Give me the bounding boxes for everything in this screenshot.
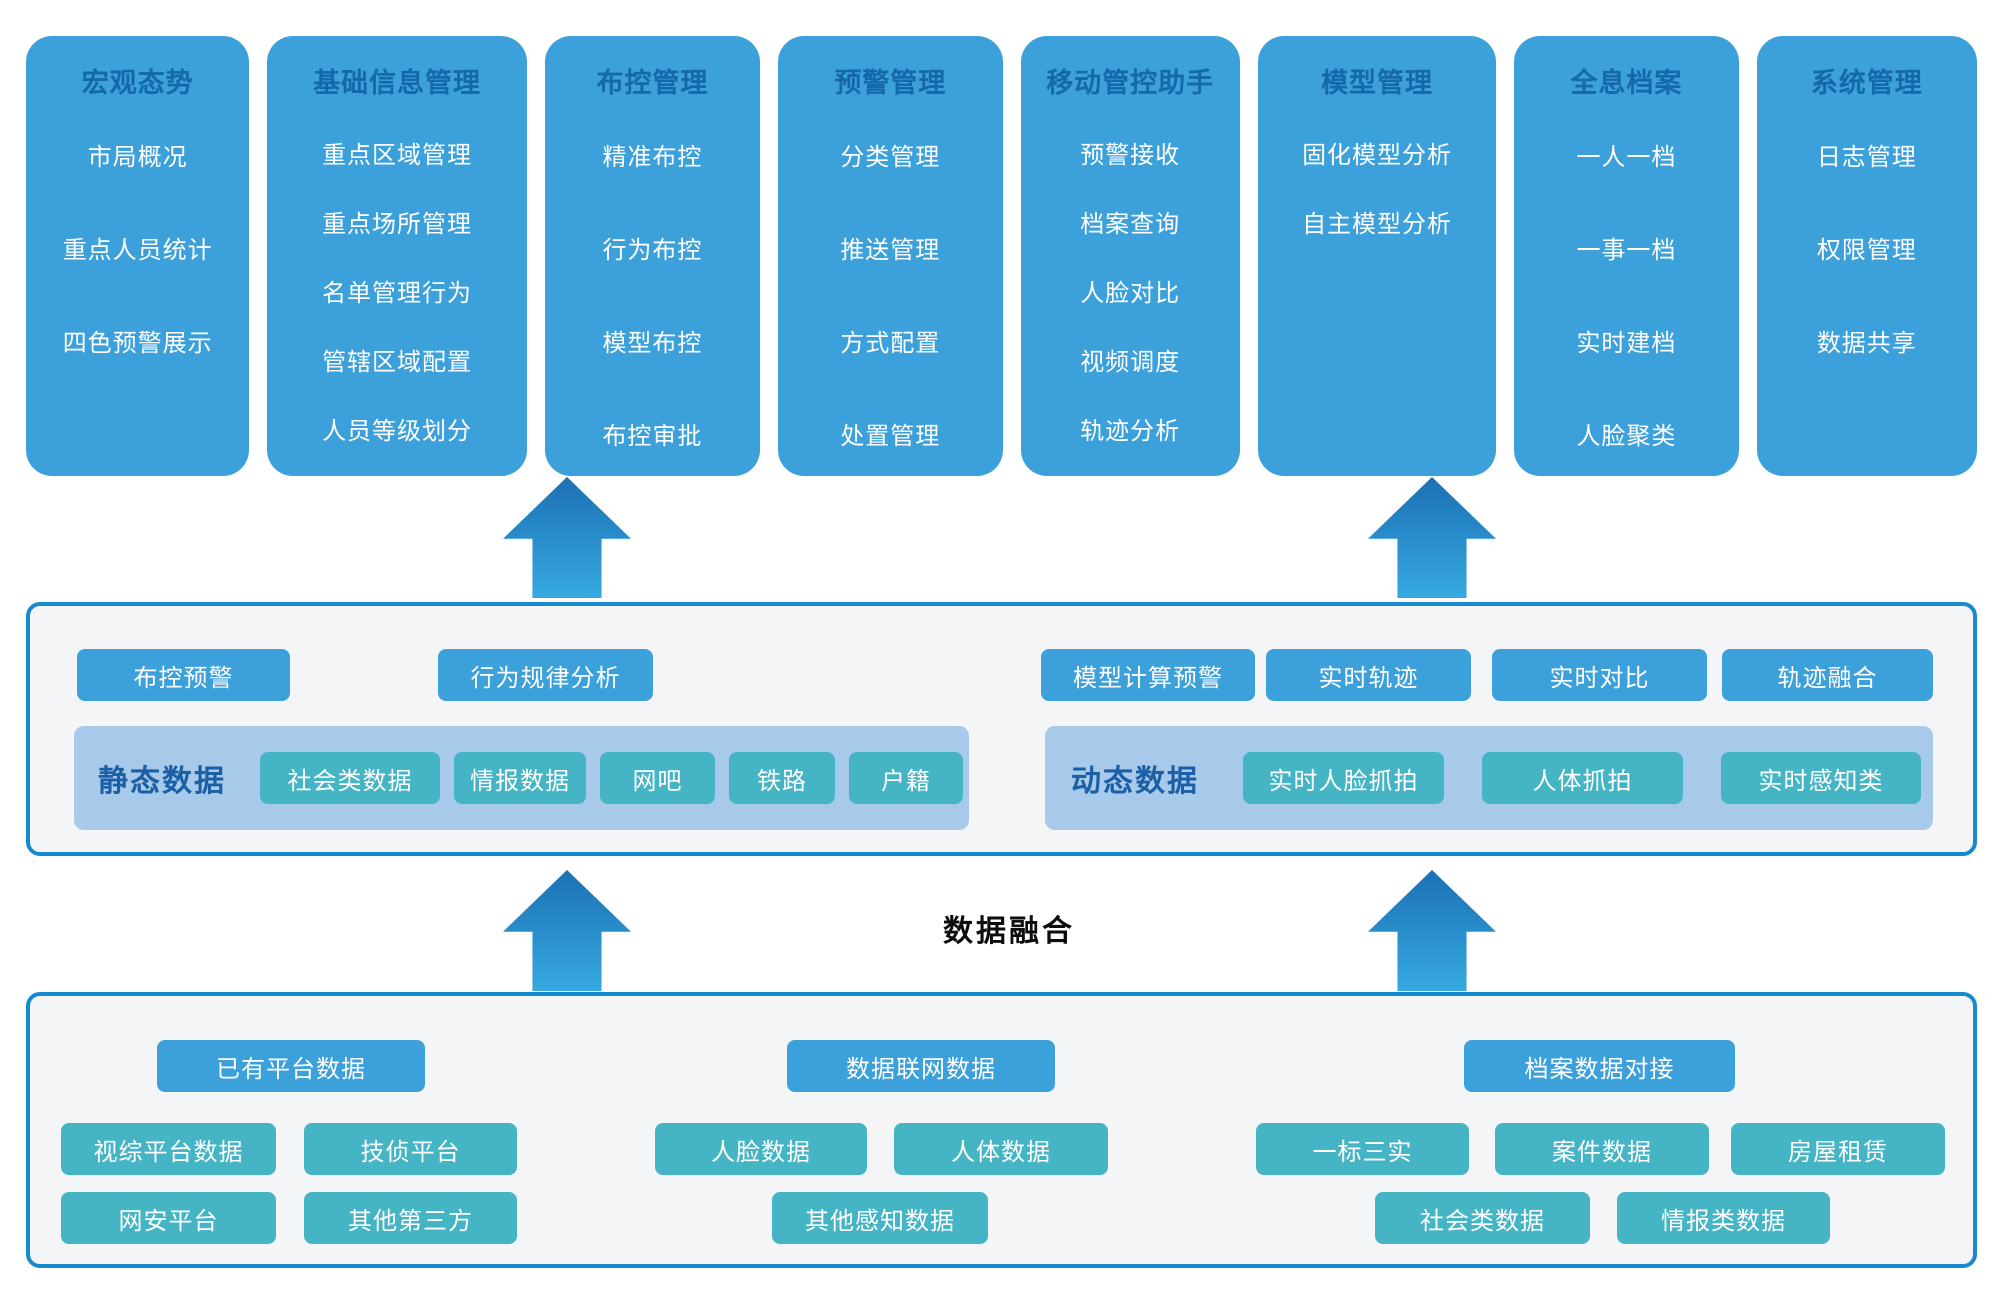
column-item: 推送管理 (840, 237, 941, 264)
column-item: 处置管理 (840, 423, 941, 450)
data-source-button: 网安平台 (61, 1192, 276, 1244)
column-item: 权限管理 (1816, 237, 1917, 264)
data-source-button: 案件数据 (1495, 1123, 1709, 1175)
data-source-button: 人体抓拍 (1482, 752, 1683, 804)
up-arrow (503, 477, 631, 598)
column-item: 人脸聚类 (1576, 423, 1677, 450)
dynamic-data-group: 动态数据 实时人脸抓拍 人体抓拍 实时感知类 (1045, 726, 1933, 830)
data-source-button: 其他第三方 (304, 1192, 517, 1244)
data-source-button: 视综平台数据 (61, 1123, 276, 1175)
column-title: 宏观态势 (81, 67, 194, 98)
data-source-button: 一标三实 (1256, 1123, 1469, 1175)
static-data-label: 静态数据 (98, 765, 226, 798)
capability-button: 模型计算预警 (1041, 649, 1255, 701)
column-macro-situation: 宏观态势 市局概况 重点人员统计 四色预警展示 (26, 36, 250, 476)
column-holographic-archive: 全息档案 一人一档 一事一档 实时建档 人脸聚类 (1514, 36, 1739, 476)
data-source-button: 社会类数据 (260, 752, 440, 804)
data-source-button: 铁路 (729, 752, 835, 804)
source-group-header: 已有平台数据 (157, 1040, 425, 1092)
column-item: 管辖区域配置 (322, 349, 473, 376)
column-item: 方式配置 (840, 330, 941, 357)
column-title: 全息档案 (1570, 67, 1683, 98)
column-item: 日志管理 (1816, 144, 1917, 171)
capability-button: 布控预警 (77, 649, 290, 701)
column-basic-info-mgmt: 基础信息管理 重点区域管理 重点场所管理 名单管理行为 管辖区域配置 人员等级划… (267, 36, 527, 476)
column-model-mgmt: 模型管理 固化模型分析 自主模型分析 (1257, 36, 1497, 476)
analysis-layer-box: 布控预警 行为规律分析 模型计算预警 实时轨迹 实时对比 轨迹融合 静态数据 社… (26, 602, 1977, 856)
data-source-button: 实时感知类 (1721, 752, 1921, 804)
column-item: 轨迹分析 (1080, 418, 1181, 445)
column-item: 一人一档 (1576, 144, 1677, 171)
column-item: 视频调度 (1080, 349, 1181, 376)
column-alert-mgmt: 预警管理 分类管理 推送管理 方式配置 处置管理 (778, 36, 1003, 476)
column-item: 行为布控 (602, 237, 703, 264)
column-item: 重点区域管理 (322, 142, 473, 169)
capability-button: 轨迹融合 (1722, 649, 1933, 701)
up-arrow (503, 870, 631, 991)
column-item: 档案查询 (1080, 211, 1181, 238)
data-source-button: 情报数据 (454, 752, 586, 804)
source-group-header: 数据联网数据 (787, 1040, 1055, 1092)
up-arrow (1368, 477, 1496, 598)
column-title: 基础信息管理 (313, 67, 482, 98)
capability-button: 行为规律分析 (438, 649, 653, 701)
column-system-mgmt: 系统管理 日志管理 权限管理 数据共享 (1756, 36, 1977, 476)
column-item: 人员等级划分 (322, 418, 473, 445)
column-item: 预警接收 (1080, 142, 1181, 169)
column-item: 分类管理 (840, 144, 941, 171)
column-surveillance-mgmt: 布控管理 精准布控 行为布控 模型布控 布控审批 (544, 36, 761, 476)
data-source-button: 房屋租赁 (1731, 1123, 1945, 1175)
data-source-button: 其他感知数据 (772, 1192, 988, 1244)
column-item: 布控审批 (602, 423, 703, 450)
data-source-button: 人体数据 (894, 1123, 1108, 1175)
column-item: 重点场所管理 (322, 211, 473, 238)
column-item: 一事一档 (1576, 237, 1677, 264)
column-item: 数据共享 (1816, 330, 1917, 357)
data-source-button: 情报类数据 (1617, 1192, 1830, 1244)
column-item: 实时建档 (1576, 330, 1677, 357)
capability-button: 实时对比 (1492, 649, 1707, 701)
column-item: 人脸对比 (1080, 280, 1181, 307)
data-source-button: 人脸数据 (655, 1123, 867, 1175)
column-item: 重点人员统计 (62, 237, 213, 264)
data-source-button: 实时人脸抓拍 (1243, 752, 1444, 804)
column-item: 市局概况 (87, 144, 188, 171)
source-group-header: 档案数据对接 (1464, 1040, 1735, 1092)
capability-button: 实时轨迹 (1266, 649, 1471, 701)
data-source-button: 技侦平台 (304, 1123, 517, 1175)
column-item: 模型布控 (602, 330, 703, 357)
data-source-button: 社会类数据 (1375, 1192, 1590, 1244)
column-item: 精准布控 (602, 144, 703, 171)
column-title: 移动管控助手 (1046, 67, 1215, 98)
column-title: 布控管理 (596, 67, 709, 98)
up-arrow (1368, 870, 1496, 991)
dynamic-data-label: 动态数据 (1071, 765, 1199, 798)
column-item: 自主模型分析 (1302, 211, 1453, 238)
column-title: 模型管理 (1321, 67, 1434, 98)
column-item: 固化模型分析 (1302, 142, 1453, 169)
data-source-button: 网吧 (600, 752, 715, 804)
column-item: 名单管理行为 (322, 280, 473, 307)
feature-columns-row: 宏观态势 市局概况 重点人员统计 四色预警展示 基础信息管理 重点区域管理 重点… (26, 36, 1977, 476)
column-title: 系统管理 (1810, 67, 1923, 98)
data-fusion-label: 数据融合 (943, 915, 1075, 948)
data-source-layer-box: 已有平台数据 数据联网数据 档案数据对接 视综平台数据 技侦平台 网安平台 其他… (26, 992, 1977, 1268)
column-mobile-assistant: 移动管控助手 预警接收 档案查询 人脸对比 视频调度 轨迹分析 (1020, 36, 1240, 476)
static-data-group: 静态数据 社会类数据 情报数据 网吧 铁路 户籍 (74, 726, 969, 830)
data-source-button: 户籍 (849, 752, 963, 804)
column-title: 预警管理 (834, 67, 947, 98)
column-item: 四色预警展示 (62, 330, 213, 357)
